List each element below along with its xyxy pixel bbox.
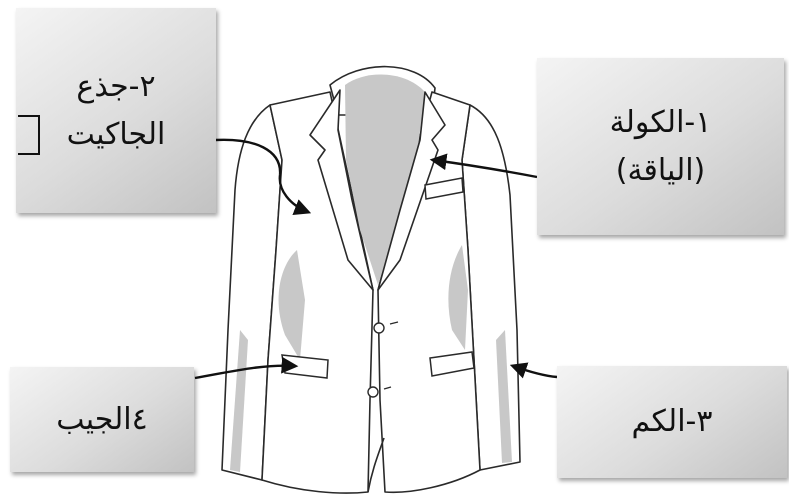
arrow-body bbox=[214, 138, 312, 215]
right-lapel bbox=[377, 91, 446, 291]
lapels bbox=[309, 89, 446, 291]
jacket-shading bbox=[230, 74, 512, 472]
right-flap-pocket bbox=[429, 351, 475, 377]
bracket-mark bbox=[18, 115, 40, 155]
pointer-arrows bbox=[194, 138, 558, 380]
label-jacket-body: ٢-جذع الجاكيت bbox=[16, 8, 216, 213]
label-body-line1: ٢-جذع bbox=[76, 68, 156, 104]
label-collar-line1: ١-الكولة bbox=[609, 104, 712, 140]
inner-shirt-shade bbox=[345, 74, 425, 285]
label-body-line2: الجاكيت bbox=[66, 116, 166, 152]
left-sleeve-shade bbox=[230, 330, 248, 472]
label-pocket: ٤الجيب bbox=[10, 367, 194, 472]
arrow-collar bbox=[429, 153, 538, 179]
left-lapel bbox=[309, 89, 374, 291]
left-side-shade bbox=[278, 250, 305, 360]
button-bottom bbox=[367, 386, 379, 398]
right-sleeve-shade bbox=[496, 330, 512, 463]
right-side-shade bbox=[448, 245, 468, 350]
buttonhole-bottom bbox=[383, 386, 392, 390]
front-hem bbox=[367, 437, 385, 493]
arrow-pocket bbox=[194, 356, 299, 380]
chest-pocket bbox=[424, 177, 464, 200]
label-sleeve-line1: ٣-الكم bbox=[631, 404, 713, 439]
label-pocket-line1: ٤الجيب bbox=[56, 401, 148, 437]
label-collar: ١-الكولة (الياقة) bbox=[537, 58, 784, 235]
label-sleeve: ٣-الكم bbox=[557, 366, 787, 478]
buttonhole-top bbox=[389, 321, 399, 325]
label-collar-line2: (الياقة) bbox=[615, 152, 706, 188]
buttons bbox=[367, 321, 399, 398]
arrow-sleeve bbox=[509, 362, 558, 379]
button-top bbox=[373, 322, 385, 334]
